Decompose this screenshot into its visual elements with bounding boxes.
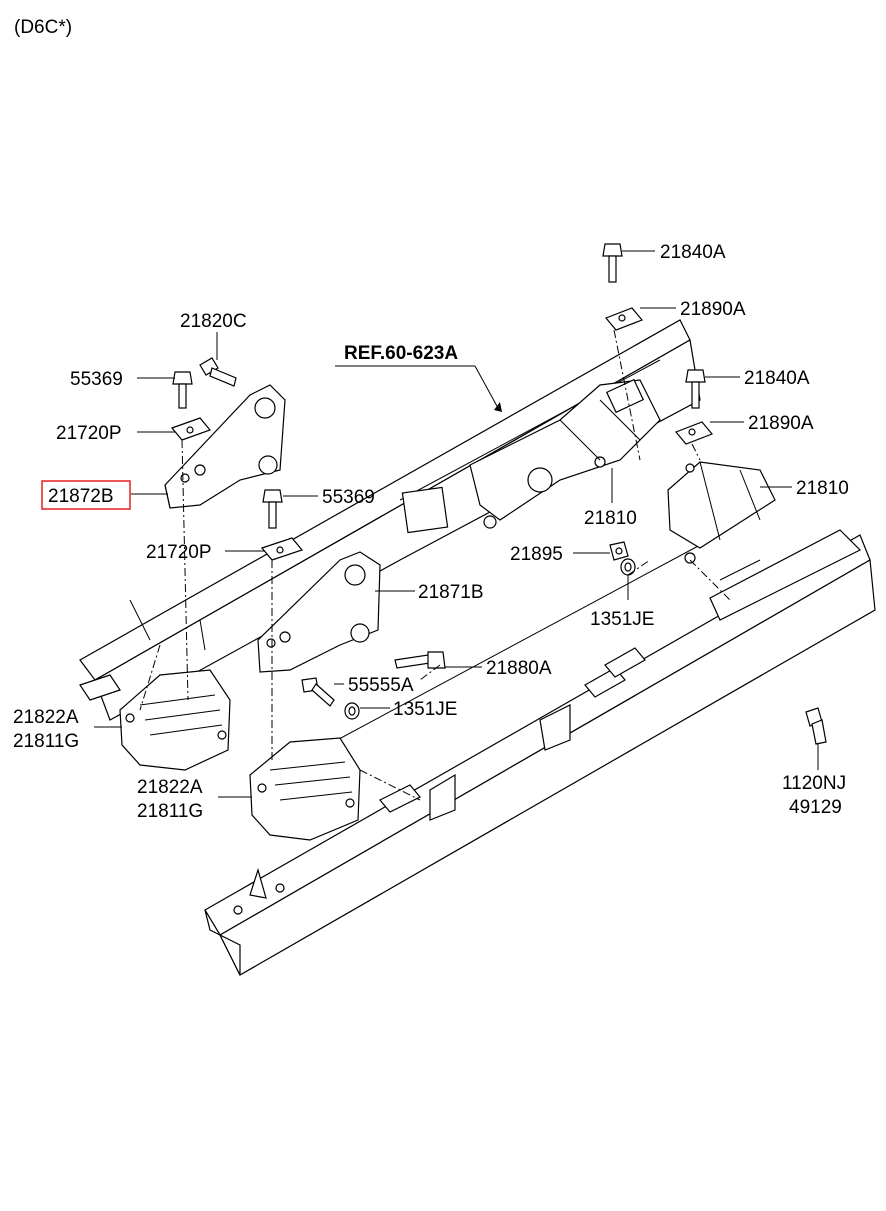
bracket-21872B: [164, 384, 286, 509]
label-21840A-upper: 21840A: [660, 242, 726, 263]
label-21840A-right: 21840A: [744, 368, 810, 389]
insulator-left: [119, 669, 231, 771]
bolt-21880A: [394, 651, 446, 669]
label-55369-middle: 55369: [322, 487, 375, 508]
label-21720P-middle: 21720P: [146, 542, 212, 563]
bolt-21820C: [199, 357, 237, 387]
washer-1351JE-left: [344, 702, 360, 720]
highlight-box-21872B: [41, 480, 131, 510]
insulator-middle: [249, 737, 361, 841]
label-21871B: 21871B: [418, 582, 484, 603]
washer-21720P-upper: [170, 417, 212, 441]
leader-lines: [94, 250, 819, 798]
label-21811G-middle: 21811G: [137, 801, 203, 822]
washer-21890A-right: [675, 421, 713, 445]
alignment-lines: [139, 329, 731, 801]
reference-callout: REF.60-623A: [335, 343, 502, 412]
engine-mount-21810-upper: [469, 378, 661, 529]
bolt-55369-upper: [172, 371, 193, 409]
label-1351JE-left: 1351JE: [393, 699, 457, 720]
label-21811G-left: 21811G: [13, 731, 79, 752]
label-49129: 49129: [789, 797, 842, 818]
label-21895: 21895: [510, 544, 563, 565]
label-21822A-middle: 21822A: [137, 777, 203, 798]
label-21820C: 21820C: [180, 311, 247, 332]
label-21890A-right: 21890A: [748, 413, 814, 434]
bolt-55369-middle: [262, 489, 283, 529]
label-21810-upper: 21810: [584, 508, 637, 529]
label-55555A: 55555A: [348, 675, 414, 696]
label-1351JE-right: 1351JE: [590, 609, 654, 630]
label-21872B[interactable]: 21872B: [48, 486, 114, 507]
label-55369-upper: 55369: [70, 369, 123, 390]
label-21880A: 21880A: [486, 658, 552, 679]
washer-21720P-middle: [260, 537, 304, 561]
lower-frame-rail: [204, 534, 876, 976]
nut-21895: [609, 541, 629, 561]
label-21810-right: 21810: [796, 478, 849, 499]
label-21822A-left: 21822A: [13, 707, 79, 728]
washer-1351JE-right: [620, 558, 636, 576]
bolt-21840A-upper: [602, 243, 623, 283]
washer-21890A-upper: [605, 307, 643, 331]
label-21720P-upper: 21720P: [56, 423, 122, 444]
bolt-1120NJ: [805, 707, 827, 745]
bolt-21840A-right: [685, 369, 706, 409]
bolt-55555A: [301, 677, 335, 707]
label-1120NJ: 1120NJ: [782, 773, 846, 794]
label-21890A-upper: 21890A: [680, 299, 746, 320]
header-code: (D6C*): [14, 17, 72, 38]
bracket-21871B: [257, 551, 381, 673]
frame-mount-bracket-21810-right: [667, 461, 862, 621]
reference-label: REF.60-623A: [344, 343, 458, 364]
